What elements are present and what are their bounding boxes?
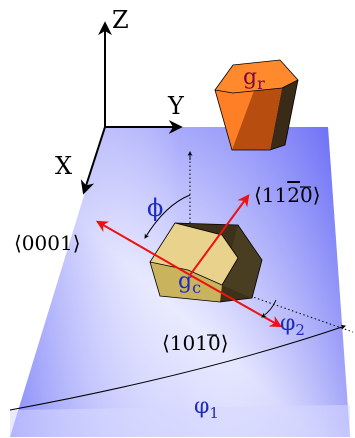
c-axis-arrow xyxy=(95,220,191,276)
angle-arcs xyxy=(9,194,346,411)
phi-arc xyxy=(144,194,191,239)
phi1-arc xyxy=(9,324,346,411)
coordinate-axes xyxy=(80,21,183,195)
phi2-arc xyxy=(261,299,277,318)
x-axis xyxy=(80,126,106,195)
reference-grain-label: gr xyxy=(243,65,265,93)
a-axis-direction-label: ⟨1120⟩ xyxy=(254,183,321,207)
y-axis-label: Y xyxy=(167,92,185,120)
c-axis-direction-label: ⟨0001⟩ xyxy=(14,231,81,255)
z-axis-label: Z xyxy=(112,6,129,34)
m-axis-direction-label: ⟨1010⟩ xyxy=(162,331,229,355)
x-axis-label: X xyxy=(55,152,72,180)
crystal-grain-label: gc xyxy=(178,269,201,297)
phi1-label: φ1 xyxy=(194,394,219,422)
phi-label: ϕ xyxy=(147,194,163,222)
a-axis-arrow xyxy=(189,194,250,276)
reference-grain xyxy=(214,59,299,151)
phi2-label: φ2 xyxy=(280,311,305,339)
